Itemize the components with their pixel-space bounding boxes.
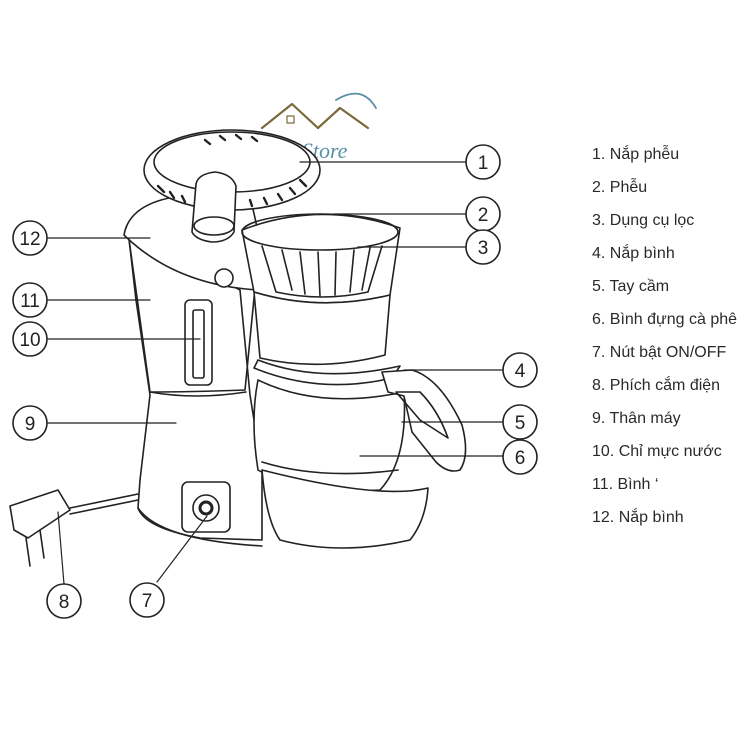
callout-circle-5 [502,404,538,440]
legend-item: 12. Nắp bình [592,509,684,526]
legend-item: 2. Phễu [592,179,648,196]
carafe-upper [253,291,391,366]
lid-handle-top [193,216,235,236]
logo-roof-left [260,102,320,130]
power-cord [69,493,139,509]
callout-circle-6 [502,439,538,475]
logo-window [286,115,295,124]
water-level-inner [192,309,205,379]
callout-number-7: 7 [142,591,153,612]
legend-item: 8. Phích cắm điện [592,377,721,394]
filter-basket [261,245,383,298]
power-switch-ring [192,494,220,522]
callout-number-11: 11 [20,291,40,312]
parts-legend: 1. Nắp phễu 2. Phễu 3. Dụng cụ lọc 4. Nắ… [592,144,737,540]
lid-button [214,268,234,288]
carafe-level-line [261,461,399,475]
callout-number-4: 4 [515,361,526,382]
leader-lines [47,161,504,585]
power-plug-prong-2 [39,529,45,559]
callout-number-1: 1 [478,153,489,174]
carafe-handle-inner [395,391,449,439]
callout-circle-9 [12,405,48,441]
callout-circle-4 [502,352,538,388]
power-switch-knob [198,500,214,516]
callout-circle-10 [12,321,48,357]
callout-number-6: 6 [515,448,526,469]
callout-number-8: 8 [59,592,70,613]
callout-circles [12,144,538,619]
body-seam [149,391,247,397]
callout-number-2: 2 [478,205,489,226]
body-base-curve [137,507,263,547]
callout-circle-1 [465,144,501,180]
legend-item: 9. Thân máy [592,410,681,427]
funnel-rim [241,213,399,251]
callout-circle-7 [129,582,165,618]
callout-number-9: 9 [25,414,36,435]
legend-item: 6. Bình đựng cà phê [592,311,738,328]
power-plug [9,489,71,539]
callout-circle-12 [12,220,48,256]
callout-numbers: 1 2 3 4 5 6 7 8 9 10 11 12 [19,153,525,613]
carafe-handle [381,369,467,472]
power-cord-2 [69,499,139,515]
callout-circle-11 [12,282,48,318]
callout-circle-3 [465,229,501,265]
legend-item: 3. Dụng cụ lọc [592,212,695,229]
callout-number-5: 5 [515,413,526,434]
logo-swoosh [335,92,377,109]
callout-number-12: 12 [19,229,40,250]
carafe-lid [253,359,401,386]
legend-item: 1. Nắp phễu [592,146,680,163]
legend-item: 5. Tay cầm [592,278,670,295]
legend-item: 7. Nút bật ON/OFF [592,344,727,361]
leader-7 [156,515,208,583]
legend-item: 11. Bình ‘ [592,476,659,493]
funnel-lid-vents [156,133,308,208]
callout-number-10: 10 [19,330,40,351]
warming-base [261,469,429,549]
water-level-window [184,299,213,386]
power-plug-prong [25,537,31,567]
leader-8 [57,511,65,585]
power-switch-panel [181,481,231,533]
callout-circle-8 [46,583,82,619]
logo-roof-right [316,106,370,130]
legend-item: 10. Chỉ mực nước [592,443,722,460]
carafe [253,379,406,492]
lid-handle [191,171,237,243]
legend-item: 4. Nắp bình [592,245,675,262]
callout-number-3: 3 [478,238,489,259]
